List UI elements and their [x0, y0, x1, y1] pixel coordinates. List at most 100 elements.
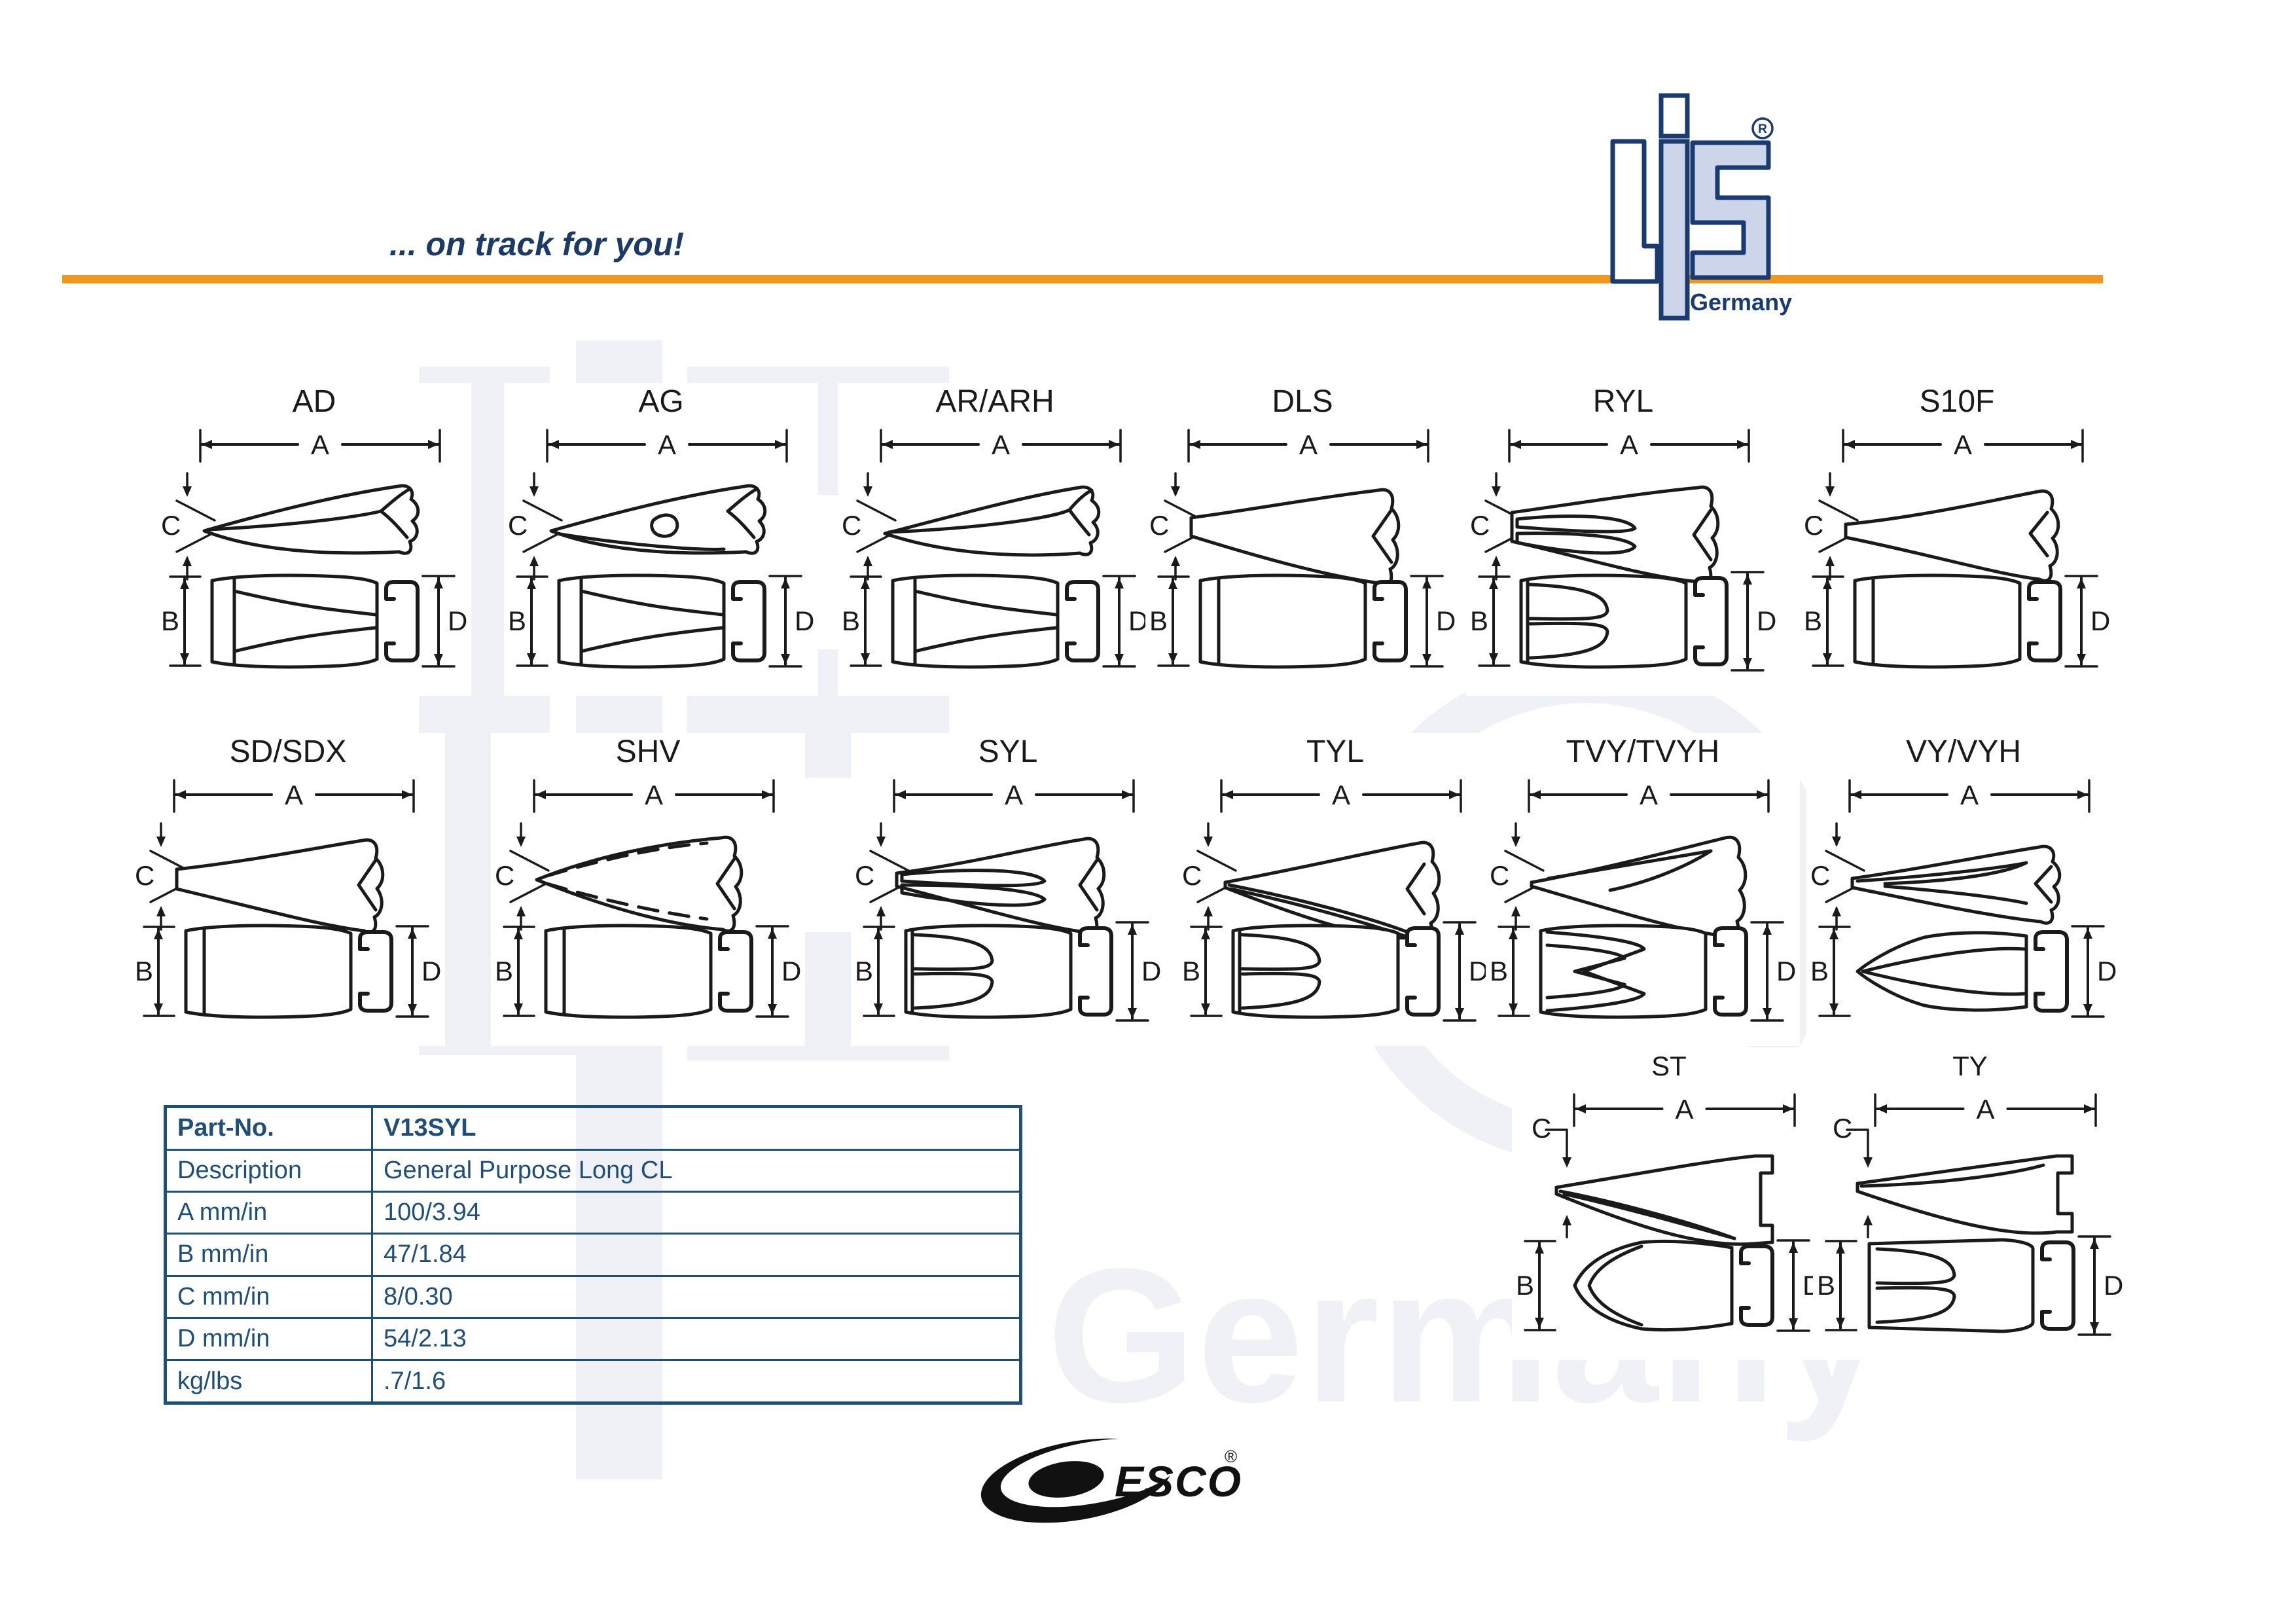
dim-label: B: [161, 605, 179, 636]
spec-value: 47/1.84: [371, 1233, 1022, 1277]
dim-label: A: [1954, 429, 1972, 460]
spec-label: Description: [164, 1148, 373, 1193]
spec-label: Part-No.: [164, 1106, 373, 1151]
dim-label: A: [1640, 780, 1658, 810]
dim-label: A: [285, 780, 303, 810]
esco-wordmark: ESCO: [1115, 1457, 1240, 1506]
diagram-cell-ryl: RYL A C B D: [1466, 383, 1780, 696]
dim-label: D: [1469, 956, 1488, 986]
lis-germany-logo: R Germany: [1610, 93, 1792, 321]
dim-label: A: [992, 429, 1010, 460]
profile-name-label: SD/SDX: [229, 734, 347, 769]
dim-label: B: [842, 605, 860, 636]
spec-value: General Purpose Long CL: [371, 1148, 1022, 1193]
profile-name-label: AG: [638, 384, 684, 419]
diagram-cell-ag: AG A C B D: [504, 383, 818, 696]
dim-label: D: [1436, 605, 1456, 636]
profile-name-label: RYL: [1592, 384, 1654, 419]
dim-label: B: [1817, 1270, 1835, 1301]
dim-label: A: [1620, 429, 1638, 460]
dim-label: B: [1804, 605, 1822, 636]
spec-value: 8/0.30: [371, 1274, 1022, 1319]
dim-label: C: [855, 860, 874, 891]
dim-label: A: [645, 780, 663, 810]
dim-label: C: [1490, 860, 1509, 891]
esco-registered-icon: ®: [1225, 1447, 1237, 1466]
spec-label: C mm/in: [164, 1274, 373, 1319]
dim-label: B: [1470, 605, 1488, 636]
dim-label: D: [422, 956, 441, 986]
tooth-profile-drawing: A C B D: [508, 429, 814, 669]
dim-label: C: [508, 510, 528, 541]
dim-label: B: [1810, 956, 1829, 986]
dim-label: A: [1332, 780, 1350, 810]
dim-label: C: [161, 510, 181, 541]
dim-label: D: [795, 605, 814, 636]
dim-label: C: [495, 860, 514, 891]
spec-value: 100/3.94: [371, 1191, 1022, 1235]
dim-label: A: [1299, 429, 1318, 460]
dim-label: D: [448, 605, 467, 636]
tagline: ... on track for you!: [389, 226, 685, 262]
logo-country-label: Germany: [1690, 289, 1792, 316]
dim-label: A: [658, 429, 676, 460]
dim-label: D: [2097, 956, 2117, 986]
dim-label: D: [1757, 605, 1776, 636]
logo-letter-s: [1690, 140, 1771, 280]
spec-value: 54/2.13: [371, 1316, 1022, 1362]
spec-row: Part-No.V13SYL: [164, 1106, 1022, 1151]
dim-label: C: [1149, 510, 1169, 541]
spec-value: V13SYL: [371, 1106, 1022, 1151]
dim-label: D: [2104, 1270, 2123, 1301]
spec-label: A mm/in: [164, 1191, 373, 1235]
dim-label: A: [1976, 1094, 1994, 1125]
dim-label: C: [1182, 860, 1202, 891]
dim-label: C: [1810, 860, 1830, 891]
dim-label: A: [1005, 780, 1023, 810]
spec-label: kg/lbs: [164, 1359, 373, 1404]
logo-letter-l: [1610, 139, 1660, 284]
profile-name-label: ST: [1651, 1051, 1687, 1081]
registered-icon: [1751, 117, 1774, 139]
dim-label: B: [508, 605, 526, 636]
dim-label: C: [1532, 1113, 1551, 1144]
spec-label: B mm/in: [164, 1233, 373, 1277]
dim-label: D: [2090, 605, 2110, 636]
profile-name-label: TY: [1952, 1051, 1988, 1081]
dim-label: C: [1470, 510, 1490, 541]
profile-name-label: SYL: [978, 734, 1038, 769]
dim-label: D: [1141, 956, 1161, 986]
esco-ellipse-icon: [1028, 1461, 1104, 1498]
spec-value: .7/1.6: [371, 1359, 1022, 1404]
profile-name-label: SHV: [615, 734, 681, 769]
profile-name-label: TVY/TVYH: [1566, 734, 1720, 769]
profile-name-label: TYL: [1306, 734, 1365, 769]
dim-label: B: [1516, 1270, 1534, 1301]
dim-label: D: [1776, 956, 1796, 986]
dim-label: D: [781, 956, 801, 986]
